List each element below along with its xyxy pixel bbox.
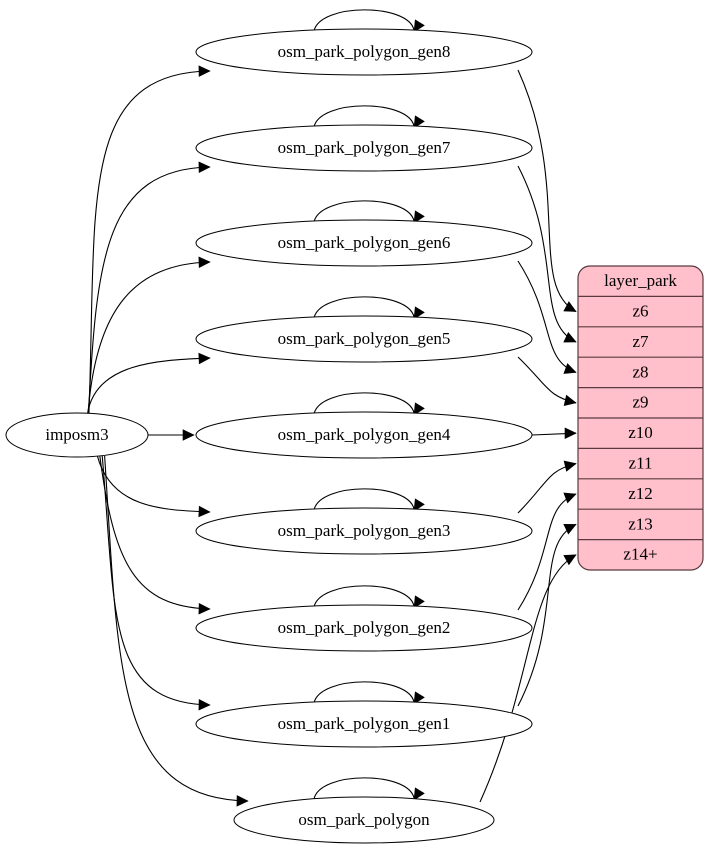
self-loop-gen6 [313, 200, 415, 223]
node-gen1[interactable]: osm_park_polygon_gen1 [195, 700, 533, 748]
node-ellipse-gen7 [195, 124, 533, 172]
self-loop-arrowhead-base [413, 787, 425, 801]
edge-imposm3-to-gen2 [99, 455, 211, 610]
self-loop-arrowhead-gen4 [413, 402, 425, 416]
node-ellipse-gen5 [195, 315, 533, 363]
edge-gen8-to-z6 [517, 69, 577, 313]
node-label-gen8: osm_park_polygon_gen8 [278, 42, 451, 61]
node-ellipse-imposm3 [5, 412, 149, 458]
record-row-z14p[interactable]: z14+ [623, 545, 657, 564]
arrowhead-base-to-z14p [563, 554, 577, 566]
node-ellipse-gen1 [195, 700, 533, 748]
edge-imposm3-to-gen6 [87, 261, 211, 415]
arrowhead-imposm3-to-gen5 [198, 352, 211, 365]
edge-gen7-to-z7 [517, 165, 577, 343]
self-loop-arrowhead-gen2 [413, 595, 425, 609]
edge-imposm3-to-gen7 [87, 166, 211, 415]
self-loop-gen5 [313, 296, 415, 319]
self-loop-gen1 [313, 681, 415, 704]
edge-imposm3-to-gen5 [86, 357, 211, 415]
edge-imposm3-to-gen8 [88, 70, 211, 415]
edge-gen1-to-z13 [517, 523, 577, 707]
edge-imposm3-to-gen3 [96, 455, 211, 513]
self-loop-gen7 [313, 105, 415, 128]
self-loop-arrowhead-gen5 [413, 306, 425, 320]
arrowhead-gen4-to-z10 [564, 427, 577, 439]
edge-gen2-to-z12 [517, 493, 577, 611]
node-label-gen6: osm_park_polygon_gen6 [278, 233, 451, 252]
node-label-imposm3: imposm3 [45, 425, 108, 444]
arrowhead-gen3-to-z11 [563, 460, 577, 472]
node-label-gen5: osm_park_polygon_gen5 [278, 329, 451, 348]
self-loop-arrowhead-gen6 [413, 210, 425, 224]
layer-record-group: layer_park z6 z7 z8 z9 z10 z11 z12 z13 z14+ [577, 265, 704, 571]
self-loop-gen3 [313, 488, 415, 511]
arrowhead-gen6-to-z8 [563, 363, 577, 374]
edge-base-to-z14p [479, 554, 577, 803]
self-loop-gen4 [313, 392, 415, 415]
self-loop-arrowhead-gen3 [413, 498, 425, 512]
edge-imposm3-to-gen1 [101, 455, 211, 706]
node-gen6[interactable]: osm_park_polygon_gen6 [195, 219, 533, 267]
node-label-gen3: osm_park_polygon_gen3 [278, 521, 451, 540]
node-imposm3[interactable]: imposm3 [5, 412, 149, 458]
node-ellipse-gen3 [195, 507, 533, 555]
record-row-z12[interactable]: z12 [628, 484, 653, 503]
record-row-z10[interactable]: z10 [628, 423, 653, 442]
arrowhead-imposm3-to-gen6 [198, 256, 211, 269]
node-ellipse-base [233, 796, 495, 844]
node-gen3[interactable]: osm_park_polygon_gen3 [195, 507, 533, 555]
arrowhead-imposm3-to-gen2 [198, 602, 211, 615]
edge-group-self-loops [313, 9, 425, 801]
self-loop-arrowhead-gen8 [413, 19, 425, 33]
node-ellipse-gen6 [195, 219, 533, 267]
node-ellipse-gen4 [195, 411, 533, 459]
node-gen8[interactable]: osm_park_polygon_gen8 [195, 28, 533, 76]
node-group: imposm3 osm_park_polygon_gen8 osm_park_pol… [5, 28, 533, 844]
node-label-gen7: osm_park_polygon_gen7 [278, 138, 451, 157]
edge-gen3-to-z11 [517, 463, 577, 514]
node-label-gen2: osm_park_polygon_gen2 [278, 618, 451, 637]
node-gen5[interactable]: osm_park_polygon_gen5 [195, 315, 533, 363]
arrowhead-gen7-to-z7 [563, 331, 577, 343]
record-row-z7[interactable]: z7 [632, 332, 649, 351]
self-loop-arrowhead-gen7 [413, 115, 425, 129]
self-loop-gen2 [313, 585, 415, 608]
node-base[interactable]: osm_park_polygon [233, 796, 495, 844]
arrowhead-gen2-to-z12 [563, 492, 577, 504]
record-row-z9[interactable]: z9 [632, 393, 648, 412]
node-label-gen4: osm_park_polygon_gen4 [278, 425, 451, 444]
edge-gen6-to-z8 [517, 260, 577, 373]
node-ellipse-gen2 [195, 604, 533, 652]
record-row-z13[interactable]: z13 [628, 514, 653, 533]
self-loop-arrowhead-gen1 [413, 691, 425, 705]
record-row-z8[interactable]: z8 [632, 362, 648, 381]
arrowhead-gen1-to-z13 [563, 524, 577, 535]
layer-record-header: layer_park [604, 271, 677, 290]
arrowhead-imposm3-to-gen8 [198, 65, 211, 77]
edge-group-tables-to-zooms [479, 69, 577, 803]
arrowhead-imposm3-to-gen3 [198, 505, 211, 518]
edge-imposm3-to-base [104, 455, 249, 802]
node-label-base: osm_park_polygon [298, 810, 430, 829]
arrowhead-gen5-to-z9 [563, 394, 577, 406]
node-ellipse-gen8 [195, 28, 533, 76]
self-loop-base [313, 777, 415, 800]
self-loop-gen8 [313, 9, 415, 32]
record-row-z6[interactable]: z6 [632, 302, 648, 321]
arrowhead-imposm3-to-base [236, 795, 249, 807]
edge-group-source-to-tables [86, 65, 249, 807]
arrowhead-imposm3-to-gen1 [198, 699, 211, 711]
arrowhead-gen8-to-z6 [563, 301, 577, 312]
node-gen4[interactable]: osm_park_polygon_gen4 [195, 411, 533, 459]
node-gen2[interactable]: osm_park_polygon_gen2 [195, 604, 533, 652]
arrowhead-imposm3-to-gen7 [198, 161, 211, 173]
node-gen7[interactable]: osm_park_polygon_gen7 [195, 124, 533, 172]
arrowhead-imposm3-to-gen4 [182, 429, 195, 441]
record-row-z11[interactable]: z11 [629, 454, 653, 473]
node-label-gen1: osm_park_polygon_gen1 [278, 714, 451, 733]
